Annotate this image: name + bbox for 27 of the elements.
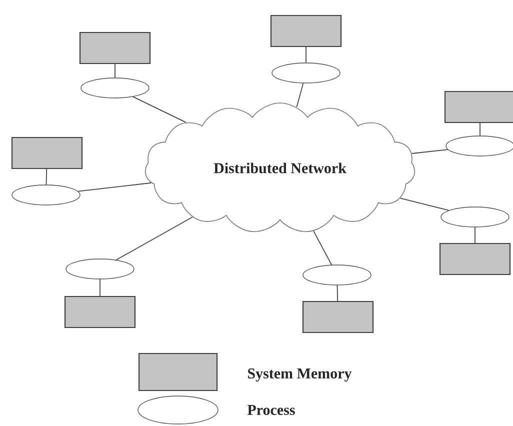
process-ellipse [80,78,150,98]
network-cloud: Distributed Network [144,102,416,232]
process-ellipse [302,264,372,286]
connector-line [116,216,193,260]
memory-box [270,14,342,48]
memory-box [302,300,374,334]
connector-line [313,230,332,266]
memory-box [11,136,83,170]
memory-box [439,242,511,276]
connector-line [78,182,152,192]
connector-line [474,226,476,244]
legend-label: Process [247,405,295,415]
connector-line [46,168,48,186]
connector-line [114,64,116,78]
process-ellipse [440,206,510,228]
connector-line [411,149,448,154]
process-ellipse [12,184,80,206]
memory-box [444,90,513,124]
memory-box [79,32,151,64]
memory-box [64,296,136,328]
process-ellipse [66,258,134,280]
connector-line [400,198,450,211]
process-ellipse [272,62,340,84]
connector-line [132,96,186,123]
connector-line [296,82,304,108]
legend-label: System Memory [248,368,352,382]
connector-line [336,284,338,302]
